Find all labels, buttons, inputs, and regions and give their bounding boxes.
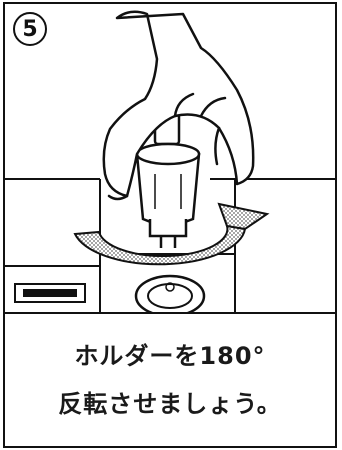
caption-line-2: 反転させましょう。 [58,390,282,418]
rotation-arrow-icon [73,202,270,266]
instruction-illustration: 5 [5,4,335,314]
instruction-caption: ホルダーを180° 反転させましょう。 [5,314,335,446]
step-number-badge: 5 [13,12,47,46]
instruction-panel: 5 ホルダーを180° 反転させましょう。 [3,2,337,448]
display-slot-icon [14,283,86,303]
hand-icon [102,10,255,201]
caption-line-1: ホルダーを180° [74,342,266,370]
machine-dial-icon [134,274,206,312]
